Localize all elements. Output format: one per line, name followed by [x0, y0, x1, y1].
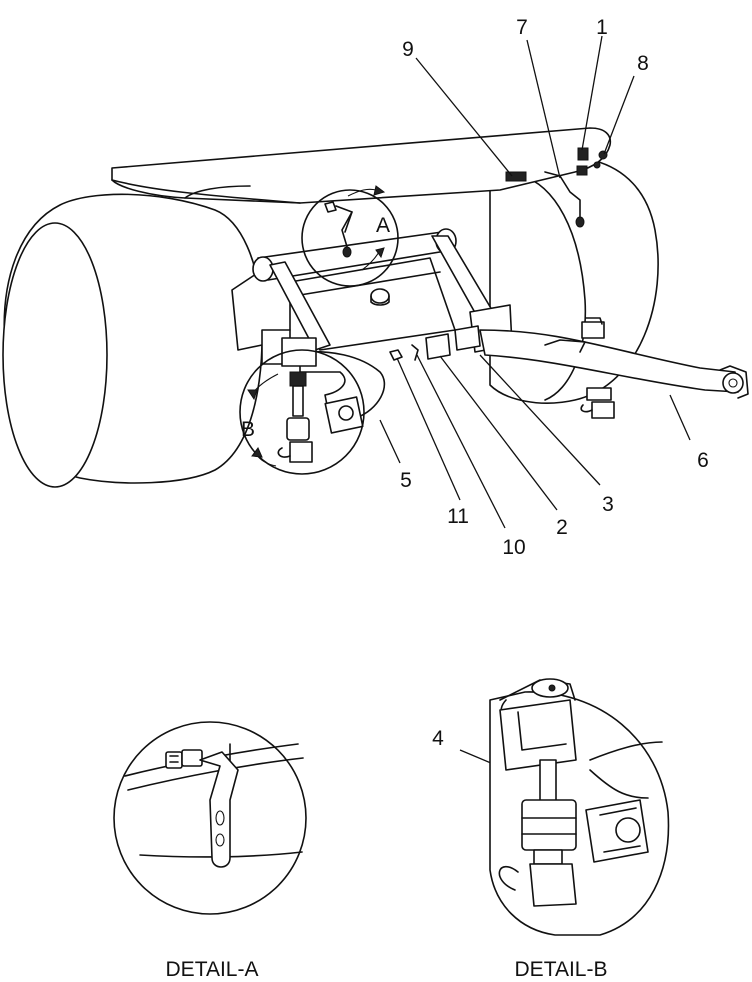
bracket-plate-3	[454, 325, 481, 351]
left-spindle	[261, 329, 317, 463]
callout-4: 4	[432, 727, 444, 750]
callout-labels: 9 7 1 8 6 5 11 10 2 3 4 A B	[241, 16, 709, 750]
callout-7: 7	[516, 16, 528, 39]
leader-1	[581, 35, 603, 151]
detail-arrows	[247, 185, 386, 467]
axle-arm	[479, 329, 749, 399]
leader-2	[439, 355, 558, 511]
callout-6: 6	[697, 449, 709, 472]
leader-7	[526, 39, 561, 179]
detail-marker-a: A	[376, 214, 390, 237]
callout-1: 1	[596, 16, 608, 39]
callout-10: 10	[502, 536, 525, 559]
callout-5: 5	[400, 469, 412, 492]
bracket-plate-2	[425, 333, 451, 360]
detail-a-view	[113, 721, 307, 915]
detail-b-view	[489, 678, 670, 936]
center-frame	[289, 257, 456, 351]
right-spindle-top	[581, 317, 605, 339]
callout-11: 11	[447, 505, 469, 528]
callout-3: 3	[602, 493, 614, 516]
detail-a-arrow-top	[347, 188, 377, 197]
deck-hardware	[505, 147, 608, 228]
detail-a-caption: DETAIL-A	[166, 958, 259, 981]
main-assembly	[2, 127, 749, 488]
detail-a-circle-main	[301, 189, 399, 287]
leader-5	[379, 419, 401, 464]
leader-8	[603, 75, 635, 155]
detail-marker-b: B	[241, 418, 255, 441]
detail-b-caption: DETAIL-B	[515, 958, 608, 981]
small-hardware	[389, 344, 419, 361]
leader-11	[396, 357, 461, 501]
callout-9: 9	[402, 38, 414, 61]
arrowhead-icon	[251, 447, 263, 458]
arrowhead-icon	[247, 389, 258, 401]
left-hanger-arm	[269, 261, 331, 351]
leader-6	[669, 394, 691, 441]
leader-9	[415, 57, 513, 177]
arrowhead-icon	[373, 185, 386, 196]
arrowhead-icon	[375, 247, 385, 259]
leader-10	[416, 354, 506, 529]
detail-b-circle-main	[239, 349, 365, 475]
left-wheel	[2, 193, 263, 488]
leader-3	[479, 354, 601, 486]
callout-2: 2	[556, 516, 568, 539]
callout-8: 8	[637, 52, 649, 75]
right-caster	[580, 387, 615, 419]
